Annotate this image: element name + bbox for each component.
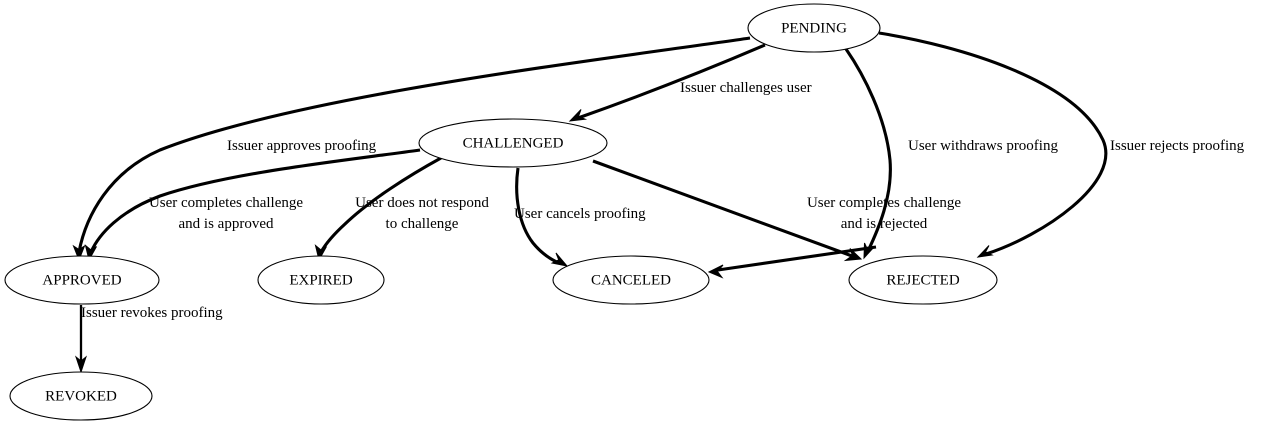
edge-into-canceled-from-right-arrowhead	[707, 264, 724, 279]
edge-label-issuer-rejects-proofing: Issuer rejects proofing	[1110, 138, 1245, 154]
node-challenged-ellipse	[418, 118, 608, 168]
edge-challenged-to-canceled-path	[515, 167, 560, 265]
node-pending-label: PENDING	[781, 20, 847, 36]
node-approved[interactable]: APPROVED	[4, 255, 160, 305]
node-pending[interactable]: PENDING	[747, 3, 881, 53]
node-expired-label: EXPIRED	[289, 272, 353, 288]
edge-label-user-completes-challenge-rejected-line2: and is rejected	[841, 216, 928, 232]
edge-pending-to-challenged-arrowhead	[568, 109, 588, 122]
edge-challenged-to-expired-path	[319, 156, 442, 253]
edge-pending-to-approved-path	[77, 36, 751, 253]
edge-label-issuer-revokes-proofing: Issuer revokes proofing	[81, 305, 223, 321]
edge-pending-to-rejected-arrowhead	[976, 245, 994, 258]
node-rejected-label: REJECTED	[886, 272, 959, 288]
edge-label-user-does-not-respond-line2: to challenge	[386, 216, 459, 232]
edge-into-canceled-from-right-path	[717, 245, 877, 272]
edge-pending-to-challenged-path	[577, 43, 766, 120]
edge-label-user-withdraws-proofing: User withdraws proofing	[908, 138, 1058, 154]
edge-challenged-to-rejected[interactable]	[592, 159, 863, 262]
edge-challenged-to-rejected-arrowhead	[843, 248, 863, 262]
node-canceled[interactable]: CANCELED	[552, 255, 710, 305]
edge-challenged-to-canceled[interactable]	[515, 167, 569, 267]
node-pending-ellipse	[747, 3, 881, 53]
edge-challenged-to-canceled-arrowhead	[550, 252, 569, 267]
node-canceled-label: CANCELED	[591, 272, 671, 288]
edge-label-user-does-not-respond-line1: User does not respond	[355, 195, 489, 211]
node-revoked[interactable]: REVOKED	[9, 371, 153, 421]
node-revoked-ellipse	[9, 371, 153, 421]
node-revoked-label: REVOKED	[45, 388, 117, 404]
edge-label-user-cancels-proofing: User cancels proofing	[514, 206, 646, 222]
edge-label-user-completes-challenge-approved-line2: and is approved	[179, 216, 274, 232]
node-canceled-ellipse	[552, 255, 710, 305]
node-approved-ellipse	[4, 255, 160, 305]
edge-label-issuer-approves-proofing: Issuer approves proofing	[227, 138, 377, 154]
edge-label-user-completes-challenge-approved-line1: User completes challenge	[149, 195, 303, 211]
edge-label-user-completes-challenge-rejected-line1: User completes challenge	[807, 195, 961, 211]
node-expired[interactable]: EXPIRED	[257, 255, 385, 305]
edge-pending-to-approved-arrowhead	[72, 244, 86, 262]
edge-approved-to-revoked-arrowhead	[74, 355, 88, 374]
node-rejected-ellipse	[848, 255, 998, 305]
edge-pending-to-rejected-path	[878, 31, 1108, 256]
edge-approved-to-revoked[interactable]	[74, 305, 88, 374]
edge-challenged-to-approved-path	[89, 148, 421, 253]
edge-pending-to-challenged[interactable]	[568, 43, 766, 122]
node-challenged-label: CHALLENGED	[463, 135, 564, 151]
edge-pending-to-approved[interactable]	[72, 36, 751, 262]
node-challenged[interactable]: CHALLENGED	[418, 118, 608, 168]
node-expired-ellipse	[257, 255, 385, 305]
edge-into-canceled-from-right[interactable]	[707, 245, 877, 279]
edge-label-issuer-challenges-user: Issuer challenges user	[680, 80, 812, 96]
edge-challenged-to-rejected-path	[592, 159, 853, 258]
node-rejected[interactable]: REJECTED	[848, 255, 998, 305]
edge-pending-to-rejected[interactable]	[878, 31, 1108, 258]
edge-pending-to-canceled-path	[844, 48, 892, 252]
node-approved-label: APPROVED	[42, 272, 121, 288]
